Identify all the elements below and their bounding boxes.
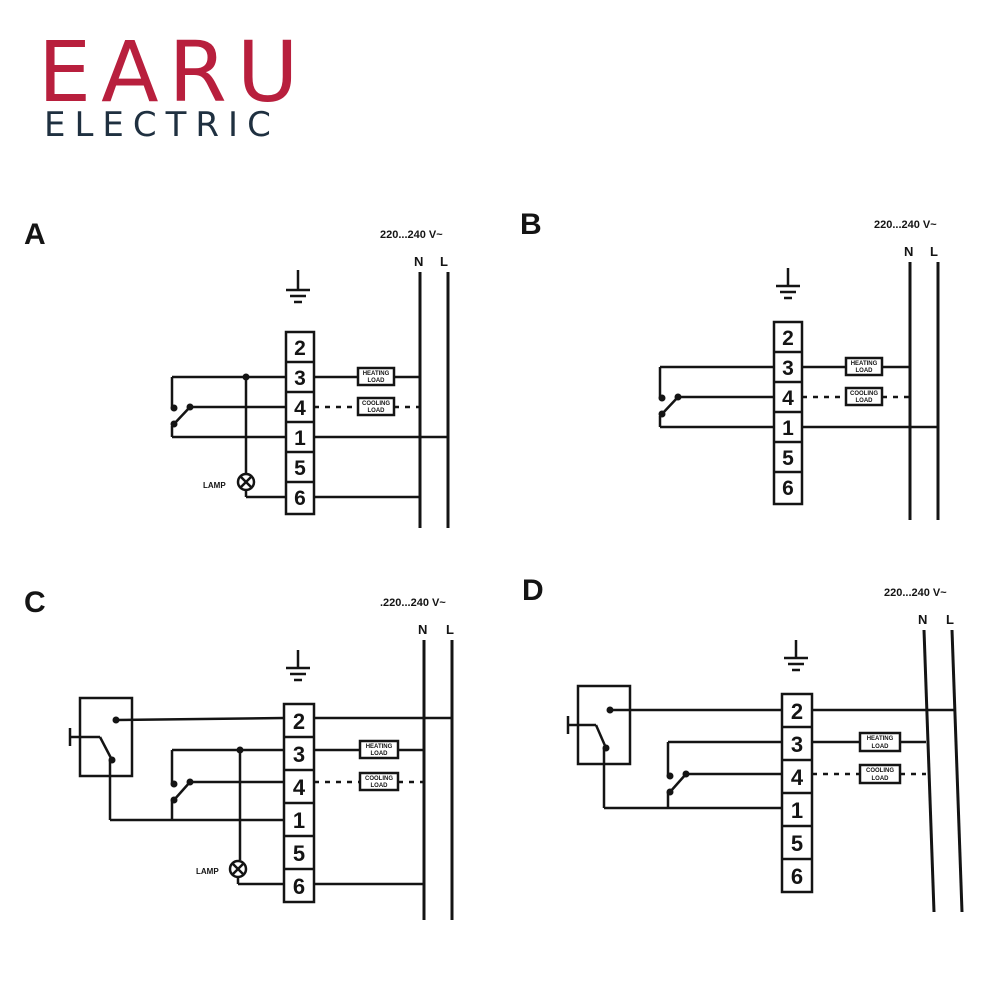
diagram-a-heating-label-2: LOAD: [368, 378, 386, 384]
diagram-a-neutral-label: N: [414, 254, 423, 269]
diagram-b-heating-label-2: LOAD: [856, 368, 874, 374]
diagram-d-terminal-3: 3: [791, 732, 803, 757]
diagram-b-cooling-label-2: LOAD: [856, 398, 874, 404]
diagram-a-terminal-1: 1: [294, 427, 306, 450]
diagram-c-cooling-label-1: COOLING: [365, 776, 393, 782]
diagram-a-heating-load-box: [356, 366, 396, 387]
diagram-b-cooling-load-box: [844, 386, 884, 407]
diagram-c-external-switch: [68, 696, 285, 822]
diagram-d-heating-label-2: LOAD: [872, 744, 890, 750]
diagram-b-ground-icon: [776, 268, 800, 300]
diagram-c-neutral-label: N: [418, 622, 427, 637]
diagram-a-lamp-label: LAMP: [203, 481, 226, 490]
diagram-d-terminal-2: 2: [791, 699, 803, 724]
diagram-d-neutral-line: [922, 629, 936, 913]
diagram-b-terminal-4: 4: [782, 387, 794, 410]
diagram-c-lamp-label: LAMP: [196, 867, 219, 876]
diagram-b-cooling-label-1: COOLING: [850, 391, 878, 397]
diagram-c-terminal-6: 6: [293, 874, 305, 899]
diagram-c-terminal-3: 3: [293, 742, 305, 767]
diagram-b-live-label: L: [930, 244, 938, 259]
diagram-c-terminal-1: 1: [293, 808, 305, 833]
diagram-b-neutral-label: N: [904, 244, 913, 259]
diagram-c: C .220...240 V~ N L 2 3 4 1 5 6 HEATING: [24, 586, 454, 920]
diagram-c-supply-label: .220...240 V~: [380, 597, 446, 609]
diagram-d-live-label: L: [946, 612, 954, 627]
diagram-d-supply-label: 220...240 V~: [884, 587, 947, 599]
diagram-a-letter: A: [24, 218, 46, 251]
diagram-a-terminal-3: 3: [294, 367, 306, 390]
diagram-d-neutral-label: N: [918, 612, 927, 627]
diagram-a-lamp-icon: [236, 377, 286, 499]
diagram-a-terminal-2: 2: [294, 337, 306, 360]
diagram-a-terminal-4: 4: [294, 397, 306, 420]
diagram-b-switch: [658, 365, 774, 429]
diagram-c-heating-load-box: [358, 739, 400, 760]
diagram-d-cooling-label-2: LOAD: [872, 776, 890, 782]
diagram-b-heating-label-1: HEATING: [851, 361, 878, 367]
diagram-a-terminal-5: 5: [294, 457, 306, 480]
diagram-c-heating-label-1: HEATING: [366, 744, 393, 750]
diagram-d-external-switch: [566, 684, 782, 810]
brand-logo: EARU: [38, 23, 309, 121]
diagram-c-cooling-load-box: [358, 771, 400, 792]
diagram-b-terminal-6: 6: [782, 477, 794, 500]
diagram-d-letter: D: [522, 574, 544, 607]
diagram-b-terminal-1: 1: [782, 417, 794, 440]
diagram-d-switch: [666, 740, 782, 808]
diagram-c-ground-icon: [286, 650, 310, 682]
diagram-b-supply-label: 220...240 V~: [874, 219, 937, 231]
diagram-d-heating-label-1: HEATING: [867, 736, 894, 742]
diagram-a-heating-label-1: HEATING: [363, 371, 390, 377]
diagram-d: D 220...240 V~ N L 2 3 4 1 5 6 HEATING L…: [522, 574, 964, 913]
diagram-b-terminal-5: 5: [782, 447, 794, 470]
diagram-a-ground-icon: [286, 270, 310, 304]
diagram-a-terminal-6: 6: [294, 487, 306, 510]
diagram-c-live-label: L: [446, 622, 454, 637]
diagram-b-terminal-3: 3: [782, 357, 794, 380]
diagram-d-cooling-load-box: [858, 763, 902, 785]
diagram-c-terminal-2: 2: [293, 709, 305, 734]
diagram-b-terminal-2: 2: [782, 327, 794, 350]
diagram-c-lamp-icon: [228, 750, 284, 886]
diagram-c-terminal-5: 5: [293, 841, 305, 866]
diagram-a-cooling-label-1: COOLING: [362, 401, 390, 407]
diagram-a-live-label: L: [440, 254, 448, 269]
diagram-a-cooling-load-box: [356, 396, 396, 417]
diagram-b: B 220...240 V~ N L 2 3 4 1 5 6 HEATING L…: [520, 208, 940, 520]
brand-subtitle: ELECTRIC: [44, 105, 280, 145]
diagram-d-terminal-6: 6: [791, 864, 803, 889]
diagram-a-switch: [170, 373, 286, 439]
diagram-b-letter: B: [520, 208, 542, 241]
diagram-c-letter: C: [24, 586, 46, 619]
diagram-c-switch: [170, 746, 284, 820]
diagram-d-cooling-label-1: COOLING: [866, 768, 894, 774]
diagram-c-terminal-4: 4: [293, 775, 306, 800]
diagram-d-live-line: [950, 629, 964, 913]
diagram-d-terminal-1: 1: [791, 798, 803, 823]
diagram-d-terminal-4: 4: [791, 765, 804, 790]
diagram-b-heating-load-box: [844, 356, 884, 377]
diagram-a-cooling-label-2: LOAD: [368, 408, 386, 414]
diagram-c-cooling-label-2: LOAD: [371, 783, 389, 789]
diagram-d-heating-load-box: [858, 731, 902, 753]
diagram-c-heating-label-2: LOAD: [371, 751, 389, 757]
diagram-a-supply-label: 220...240 V~: [380, 229, 443, 241]
diagram-d-ground-icon: [784, 640, 808, 672]
diagram-a: A 220...240 V~ N L 2 3 4 1 5 6 HEATING: [24, 218, 450, 528]
diagram-d-terminal-5: 5: [791, 831, 803, 856]
